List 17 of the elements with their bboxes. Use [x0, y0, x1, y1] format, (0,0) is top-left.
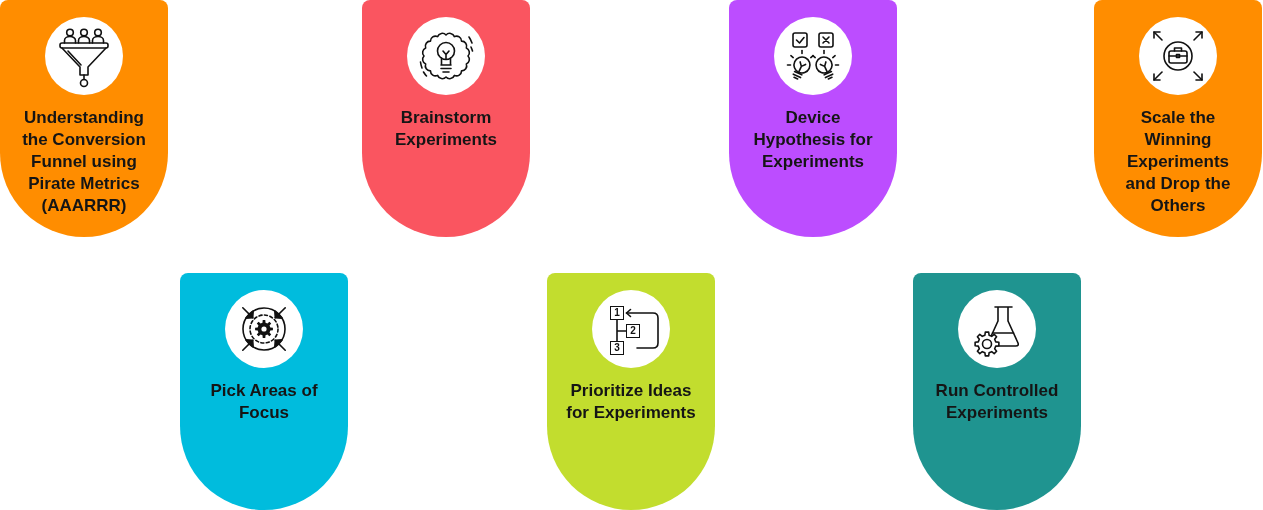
step-number: 1 — [610, 306, 624, 320]
step-card — [729, 0, 897, 237]
step-card — [180, 273, 348, 510]
step-title: Run Controlled Experiments — [934, 380, 1060, 424]
step-title: Prioritize Ideas for Experiments — [565, 380, 697, 424]
step-number: 2 — [626, 324, 640, 338]
step-title: Understanding the Conversion Funnel using Pirate Metrics (AAARRR) — [21, 107, 147, 217]
step-title: Pick Areas of Focus — [209, 380, 319, 424]
step-title: Device Hypothesis for Experiments — [752, 107, 874, 173]
step-card — [547, 273, 715, 510]
step-card — [913, 273, 1081, 510]
step-card — [1094, 0, 1262, 237]
step-card — [362, 0, 530, 237]
step-title: Brainstorm Experiments — [393, 107, 498, 151]
step-number: 3 — [610, 341, 624, 355]
step-title: Scale the Winning Experiments and Drop the Others — [1124, 107, 1232, 217]
step-card — [0, 0, 168, 237]
